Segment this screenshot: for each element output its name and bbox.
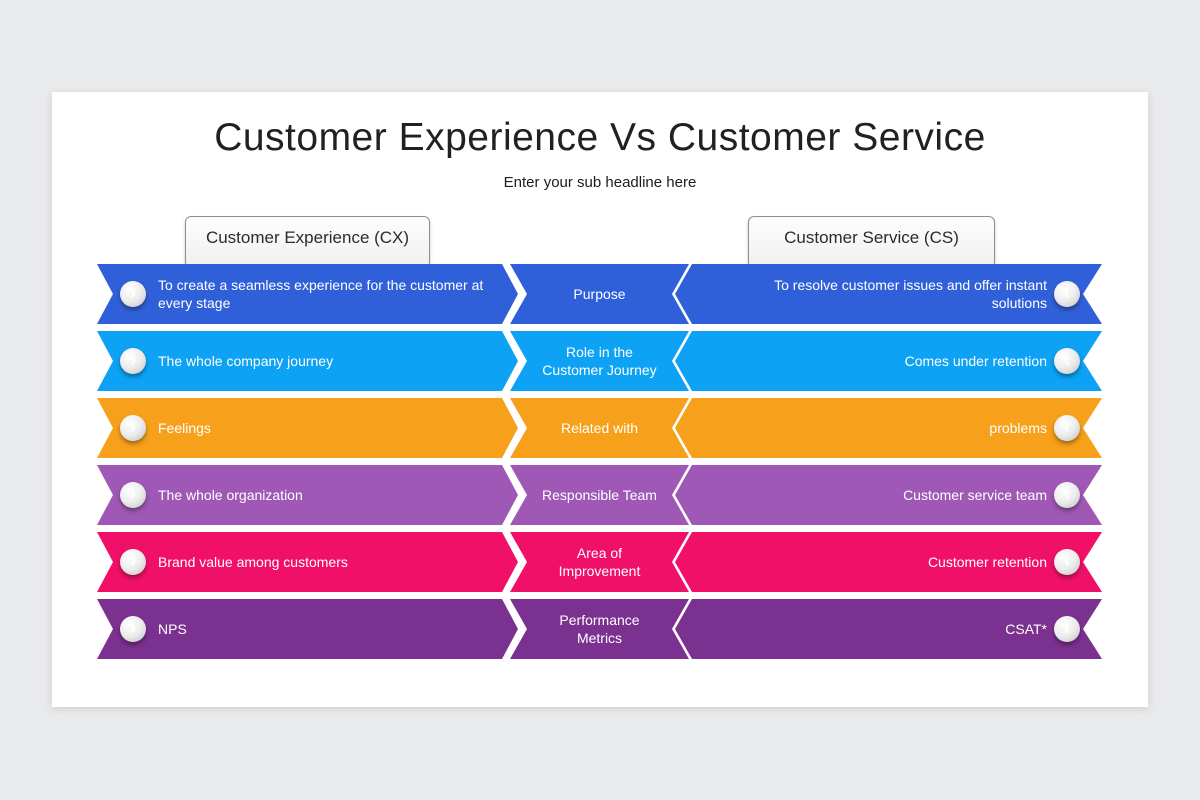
chevron-right-glyph: › <box>129 484 137 505</box>
chevron-left-glyph: ‹ <box>1063 350 1071 371</box>
chevron-right-glyph: › <box>129 283 137 304</box>
category-label: Performance Metrics <box>559 612 640 646</box>
cs-value-text: problems <box>989 420 1047 436</box>
cx-value-text: Brand value among customers <box>158 554 348 570</box>
chevron-right-bullet-icon: › <box>120 549 146 575</box>
category-band: Area of Improvement <box>510 532 689 592</box>
chevron-left-glyph: ‹ <box>1063 417 1071 438</box>
cx-band: › To create a seamless experience for th… <box>97 264 518 324</box>
column-header-cx-label: Customer Experience (CX) <box>205 228 410 247</box>
category-label: Responsible Team <box>542 487 657 503</box>
cs-value-text: To resolve customer issues and offer ins… <box>774 277 1047 311</box>
cs-band: CSAT* ‹ <box>675 599 1102 659</box>
category-band: Related with <box>510 398 689 458</box>
chevron-right-glyph: › <box>129 417 137 438</box>
chevron-right-glyph: › <box>129 551 137 572</box>
chevron-right-bullet-icon: › <box>120 482 146 508</box>
cx-band: › Feelings <box>97 398 518 458</box>
cx-band: › NPS <box>97 599 518 659</box>
category-label: Purpose <box>573 286 626 302</box>
cx-value-text: To create a seamless experience for the … <box>158 277 484 311</box>
cs-value-text: Comes under retention <box>904 353 1047 369</box>
cx-value-text: The whole company journey <box>158 353 334 369</box>
comparison-row: › The whole company journey Role in the … <box>97 331 1102 391</box>
cs-band: To resolve customer issues and offer ins… <box>675 264 1102 324</box>
chevron-left-bullet-icon: ‹ <box>1054 415 1080 441</box>
chevron-left-bullet-icon: ‹ <box>1054 549 1080 575</box>
page-title: Customer Experience Vs Customer Service <box>214 116 986 159</box>
comparison-row: › To create a seamless experience for th… <box>97 264 1102 324</box>
cs-value-text: CSAT* <box>1005 621 1047 637</box>
chevron-right-glyph: › <box>129 350 137 371</box>
category-band: Role in the Customer Journey <box>510 331 689 391</box>
category-band: Performance Metrics <box>510 599 689 659</box>
comparison-row: › NPS Performance Metrics CSAT* ‹ <box>97 599 1102 659</box>
cs-band: problems ‹ <box>675 398 1102 458</box>
slide-card: Customer Experience Vs Customer Service … <box>52 92 1148 707</box>
chevron-right-bullet-icon: › <box>120 348 146 374</box>
cs-value-text: Customer service team <box>903 487 1047 503</box>
chevron-left-glyph: ‹ <box>1063 618 1071 639</box>
chevron-right-bullet-icon: › <box>120 415 146 441</box>
chevron-left-bullet-icon: ‹ <box>1054 348 1080 374</box>
chevron-right-bullet-icon: › <box>120 616 146 642</box>
chevron-left-bullet-icon: ‹ <box>1054 281 1080 307</box>
cx-value-text: The whole organization <box>158 487 303 503</box>
cx-band: › The whole company journey <box>97 331 518 391</box>
comparison-rows: › To create a seamless experience for th… <box>97 264 1102 659</box>
comparison-row: › The whole organization Responsible Tea… <box>97 465 1102 525</box>
comparison-row: › Brand value among customers Area of Im… <box>97 532 1102 592</box>
cs-value-text: Customer retention <box>927 554 1047 570</box>
category-band: Purpose <box>510 264 689 324</box>
cx-value-text: Feelings <box>158 420 211 436</box>
category-label: Related with <box>560 420 639 436</box>
chevron-right-glyph: › <box>129 618 137 639</box>
chevron-left-glyph: ‹ <box>1063 484 1071 505</box>
chevron-right-bullet-icon: › <box>120 281 146 307</box>
chevron-left-glyph: ‹ <box>1063 283 1071 304</box>
category-label: Role in the Customer Journey <box>542 344 657 378</box>
comparison-row: › Feelings Related with problems ‹ <box>97 398 1102 458</box>
cs-band: Comes under retention ‹ <box>675 331 1102 391</box>
chevron-left-glyph: ‹ <box>1063 551 1071 572</box>
column-header-customer-experience: Customer Experience (CX) <box>185 216 430 268</box>
category-band: Responsible Team <box>510 465 689 525</box>
chevron-left-bullet-icon: ‹ <box>1054 616 1080 642</box>
cs-band: Customer retention ‹ <box>675 532 1102 592</box>
cx-value-text: NPS <box>158 621 187 637</box>
cx-band: › The whole organization <box>97 465 518 525</box>
chevron-left-bullet-icon: ‹ <box>1054 482 1080 508</box>
cs-band: Customer service team ‹ <box>675 465 1102 525</box>
category-label: Area of Improvement <box>558 545 641 579</box>
column-header-customer-service: Customer Service (CS) <box>748 216 995 268</box>
cx-band: › Brand value among customers <box>97 532 518 592</box>
page-subtitle: Enter your sub headline here <box>503 174 697 191</box>
column-header-cs-label: Customer Service (CS) <box>784 228 959 247</box>
